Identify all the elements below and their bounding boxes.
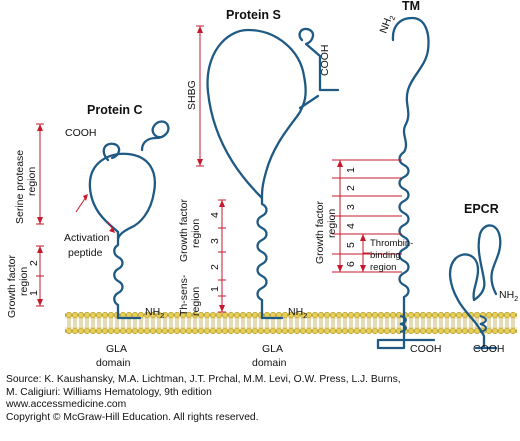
- tm-growth-number-1: 1: [345, 167, 357, 173]
- protein-s-thsens-label-2: region: [190, 287, 202, 316]
- thrombin-binding-bracket: [359, 233, 370, 273]
- protein-s-cooh-arm: [298, 27, 340, 92]
- protein-c-growth-number-1: 1: [28, 290, 40, 296]
- protein-s-title: Protein S: [226, 8, 281, 22]
- thrombin-label-2: binding: [370, 250, 401, 261]
- protein-s-growth-number-4: 4: [209, 212, 221, 218]
- protein-s-shbg-tail: [298, 94, 320, 110]
- protein-c-growth-number-2: 2: [28, 260, 40, 266]
- epcr-nh2-label: NH2: [499, 289, 518, 303]
- activation-label-1: Activation: [64, 232, 110, 244]
- thrombomodulin: TM NH2 COOH Growth factor region 1 2 3 4…: [314, 0, 442, 355]
- protein-s: Protein S COOH NH2 SHBG Th-sens-: [178, 8, 340, 369]
- protein-c-chain: [88, 152, 156, 320]
- protein-c-growth-bracket: [36, 245, 44, 307]
- shbg-bracket: [196, 25, 204, 167]
- protein-s-growth-number-1: 1: [209, 286, 221, 292]
- tm-growth-label-1: Growth factor: [314, 200, 326, 264]
- protein-s-growth-number-3: 3: [209, 238, 221, 244]
- activation-label-2: peptide: [68, 247, 103, 259]
- protein-c-gla-label-1: GLA: [106, 343, 127, 355]
- figure-source-caption: Source: K. Kaushansky, M.A. Lichtman, J.…: [6, 374, 516, 424]
- protein-c: Protein C COOH NH2 Serine protease regio…: [6, 103, 170, 369]
- protein-s-growth-label-1: Growth factor: [178, 198, 190, 262]
- tm-title: TM: [402, 0, 420, 13]
- caption-line-4: Copyright © McGraw-Hill Education. All r…: [6, 411, 259, 423]
- protein-s-nh2-label: NH2: [288, 306, 307, 320]
- protein-s-gla-label-2: domain: [252, 357, 287, 369]
- protein-s-thsens-label: Th-sens-: [178, 274, 190, 316]
- protein-s-cooh-label: COOH: [319, 45, 331, 77]
- protein-c-serine-bracket: [36, 123, 44, 225]
- caption-line-2: M. Caligiuri: Williams Hematology, 9th e…: [6, 386, 212, 398]
- protein-s-gla-label-1: GLA: [262, 343, 283, 355]
- protein-membrane-diagram: Protein C COOH NH2 Serine protease regio…: [6, 0, 518, 369]
- protein-c-title: Protein C: [87, 103, 143, 117]
- caption-line-1: Source: K. Kaushansky, M.A. Lichtman, J.…: [6, 374, 401, 385]
- protein-s-growth-number-2: 2: [209, 264, 221, 270]
- epcr-chain: [448, 224, 502, 350]
- epcr-title: EPCR: [464, 202, 499, 216]
- protein-c-loop: [102, 142, 121, 162]
- tm-growth-number-5: 5: [345, 242, 357, 248]
- tm-growth-number-4: 4: [345, 223, 357, 229]
- thrombin-label-1: Thrombin-: [370, 238, 413, 249]
- activation-peptide-arrows: [75, 194, 115, 233]
- tm-growth-number-6: 6: [345, 261, 357, 267]
- protein-c-serine-label-2: region: [26, 167, 38, 196]
- epcr-cooh-label: COOH: [473, 343, 505, 355]
- protein-c-growth-label-1: Growth factor: [6, 254, 18, 318]
- epcr: EPCR NH2 COOH: [448, 202, 518, 355]
- protein-c-serine-label-1: Serine protease: [14, 150, 26, 224]
- protein-s-growth-bracket: [218, 199, 226, 313]
- caption-line-3: www.accessmedicine.com: [6, 399, 127, 411]
- tm-growth-number-3: 3: [345, 204, 357, 210]
- protein-c-growth-label-2: region: [18, 267, 30, 296]
- thrombin-label-3: region: [370, 262, 396, 273]
- tm-growth-number-2: 2: [345, 185, 357, 191]
- protein-s-chain: [206, 28, 307, 320]
- protein-s-growth-label-2: region: [190, 219, 202, 248]
- protein-c-cooh-arm: [140, 120, 170, 152]
- tm-nh2-label: NH2: [378, 13, 398, 36]
- protein-c-cooh-label: COOH: [65, 127, 97, 139]
- protein-c-gla-label-2: domain: [96, 357, 131, 369]
- tm-chain: [376, 16, 436, 350]
- tm-growth-label-2: region: [326, 209, 338, 238]
- tm-cooh-label: COOH: [410, 343, 442, 355]
- shbg-label: SHBG: [186, 80, 198, 110]
- protein-c-nh2-label: NH2: [145, 306, 164, 320]
